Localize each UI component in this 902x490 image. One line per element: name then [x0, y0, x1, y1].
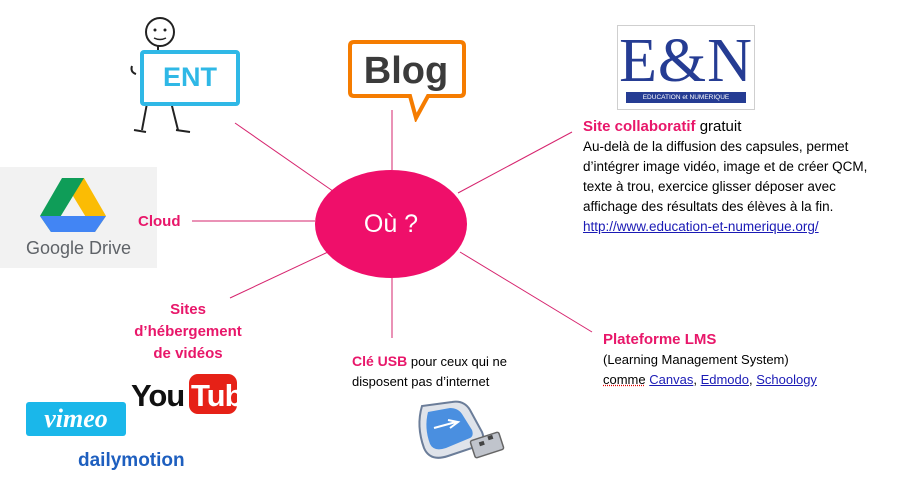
line-lms — [459, 251, 593, 333]
usb-text-2: disposent pas d’internet — [352, 374, 490, 389]
hub-label: Où ? — [363, 209, 419, 238]
lms-link-edmodo[interactable]: Edmodo — [700, 372, 749, 387]
blog-label: Blog — [364, 50, 448, 92]
lms-prefix: comme — [603, 372, 646, 387]
en-logo-subtitle: EDUCATION et NUMERIQUE — [626, 92, 746, 103]
hub-node: Où ? — [315, 170, 467, 278]
usb-block: Clé USB pour ceux qui ne disposent pas d… — [352, 351, 547, 392]
collab-title: Site collaboratif — [583, 118, 696, 135]
cloud-label: Cloud — [138, 213, 181, 230]
videos-line-1: Sites — [170, 301, 206, 318]
lms-sep-1: , — [693, 372, 701, 387]
vimeo-logo: vimeo — [26, 402, 126, 436]
collab-link[interactable]: http://www.education-et-numerique.org/ — [583, 219, 819, 234]
videos-line-2: d’hébergement — [134, 323, 242, 340]
line-videos — [229, 251, 329, 299]
youtube-you: You — [131, 378, 185, 413]
google-drive-icon — [40, 178, 106, 232]
collab-title-rest: gratuit — [695, 118, 742, 135]
en-logo: E&N EDUCATION et NUMERIQUE — [617, 25, 755, 110]
google-drive-text: Google Drive — [25, 238, 132, 258]
collab-line-1: Au-delà de la diffusion des capsules, pe… — [583, 139, 849, 154]
lms-link-canvas[interactable]: Canvas — [649, 372, 694, 387]
youtube-tube: Tube — [191, 378, 260, 413]
lms-title: Plateforme LMS — [603, 331, 717, 348]
en-logo-letters: E&N — [619, 27, 753, 95]
collab-block: Site collaboratif gratuit Au-delà de la … — [583, 117, 893, 237]
ent-sign: ENT — [140, 50, 240, 106]
usb-title: Clé USB — [352, 353, 408, 369]
videos-label: Sites d’hébergement de vidéos — [118, 299, 258, 365]
ent-label: ENT — [163, 62, 217, 92]
collab-line-4: affichage des résultats des élèves à la … — [583, 199, 834, 214]
usb-key-icon — [418, 400, 505, 459]
lms-line-1: (Learning Management System) — [603, 352, 789, 367]
lms-block: Plateforme LMS (Learning Management Syst… — [603, 330, 883, 390]
lms-link-schoology[interactable]: Schoology — [756, 372, 817, 387]
lms-sep-2: , — [748, 372, 757, 387]
youtube-box — [189, 374, 237, 414]
line-collab — [457, 131, 573, 194]
usb-text-1: pour ceux qui ne — [407, 354, 507, 369]
videos-line-3: de vidéos — [153, 345, 223, 362]
blog-bubble-icon: Blog — [348, 40, 466, 122]
dailymotion-logo: dailymotion — [78, 450, 185, 471]
collab-line-2: d’intégrer image vidéo, image et de crée… — [583, 159, 868, 174]
collab-line-3: texte à trou, exercice glisser déposer a… — [583, 179, 836, 194]
line-ent — [234, 122, 341, 197]
youtube-logo: You Tube — [128, 372, 260, 418]
